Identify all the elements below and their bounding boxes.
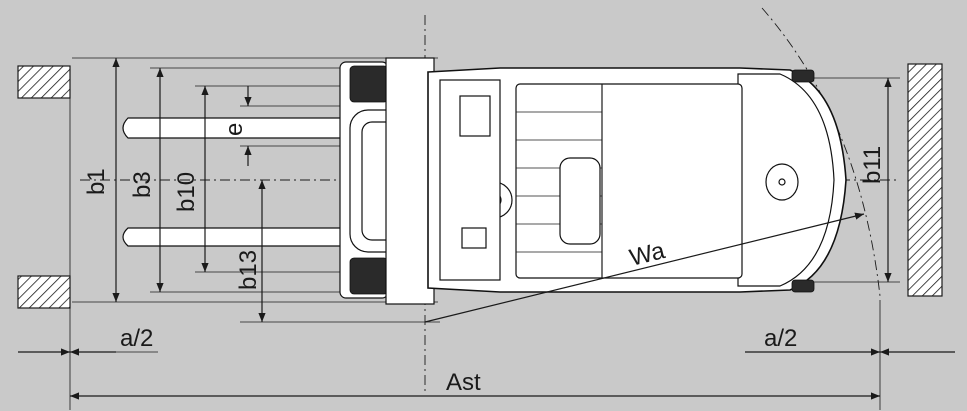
label-a2-right: a/2 xyxy=(764,325,797,352)
front-tyre-upper xyxy=(349,65,389,103)
fork-upper xyxy=(122,117,346,139)
seat xyxy=(559,157,601,245)
label-b3: b3 xyxy=(129,171,156,198)
rear-tyre-upper xyxy=(791,69,815,83)
label-b11: b11 xyxy=(859,146,886,184)
label-b13: b13 xyxy=(235,250,262,290)
label-b1: b1 xyxy=(83,168,110,195)
front-frame-plate xyxy=(385,57,435,305)
pallet-top-left xyxy=(17,65,71,99)
front-tyre-lower xyxy=(349,257,389,295)
wall-right xyxy=(907,63,943,297)
label-ast: Ast xyxy=(446,369,481,396)
label-b10: b10 xyxy=(173,172,200,212)
wa-radius-line xyxy=(424,212,865,323)
rear-tyre-lower xyxy=(791,279,815,293)
pedal xyxy=(461,227,487,249)
label-a2-left: a/2 xyxy=(120,325,153,352)
hitch-pin xyxy=(778,178,786,186)
control-panel xyxy=(459,95,491,137)
pallet-bottom-left xyxy=(17,275,71,309)
fork-lower xyxy=(122,227,346,247)
label-e: e xyxy=(221,123,248,136)
